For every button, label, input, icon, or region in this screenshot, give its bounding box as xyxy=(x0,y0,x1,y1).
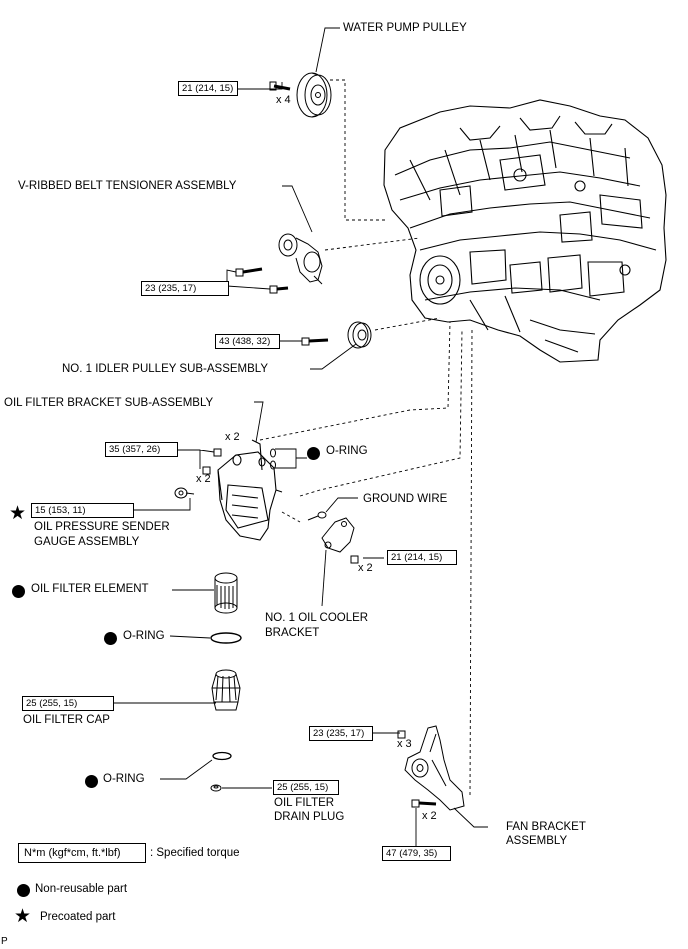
footer-code: P xyxy=(1,936,8,947)
label-fan-bracket-line1: FAN BRACKET xyxy=(506,821,586,833)
water-pump-pulley-part xyxy=(296,72,332,118)
label-oil-filter-bracket: OIL FILTER BRACKET SUB-ASSEMBLY xyxy=(4,397,214,409)
torque-idler: 43 (438, 32) xyxy=(215,334,280,349)
cooler-bracket-bolt xyxy=(350,555,359,564)
label-oil-filter-cap: OIL FILTER CAP xyxy=(23,714,110,726)
non-reusable-icon-o-ring-bracket xyxy=(307,447,320,460)
fan-bracket-part xyxy=(404,725,465,811)
label-no1-oil-cooler-line2: BRACKET xyxy=(265,627,320,639)
label-v-ribbed-belt-tensioner: V-RIBBED BELT TENSIONER ASSEMBLY xyxy=(18,180,237,192)
non-reusable-icon-o-ring-drain xyxy=(85,775,98,788)
label-water-pump-pulley: WATER PUMP PULLEY xyxy=(343,22,467,34)
cooler-bracket-part xyxy=(321,517,355,553)
torque-oil-filter-cap: 25 (255, 15) xyxy=(22,696,114,711)
qty-bracket-top: x 2 xyxy=(225,431,240,443)
o-ring-cap-part xyxy=(210,632,242,644)
torque-sender: 15 (153, 11) xyxy=(31,503,134,518)
label-drain-plug-line1: OIL FILTER xyxy=(274,797,335,809)
torque-tensioner: 23 (235, 17) xyxy=(141,281,229,296)
non-reusable-icon-o-ring-cap xyxy=(104,632,117,645)
label-no1-idler-pulley: NO. 1 IDLER PULLEY SUB-ASSEMBLY xyxy=(62,363,269,375)
legend-non-reusable-icon xyxy=(17,884,30,897)
sender-gauge-part xyxy=(174,487,195,499)
oil-filter-cap-part xyxy=(211,669,241,711)
o-ring-drain-part xyxy=(212,751,232,761)
non-reusable-icon-oil-filter-element xyxy=(12,585,25,598)
torque-drain-plug: 25 (255, 15) xyxy=(273,780,339,795)
qty-water-pump: x 4 xyxy=(276,94,291,106)
engine-block xyxy=(383,99,667,363)
label-o-ring-drain: O-RING xyxy=(103,773,145,785)
legend-precoated: Precoated part xyxy=(40,911,116,923)
qty-fan-bottom: x 2 xyxy=(422,810,437,822)
oil-filter-bracket-part xyxy=(217,439,283,541)
legend-precoated-star-icon: ★ xyxy=(14,905,32,927)
torque-fan-bracket-top: 23 (235, 17) xyxy=(309,726,373,741)
tensioner-bolt-bottom xyxy=(269,285,289,294)
idler-pulley-part xyxy=(347,321,372,349)
legend-non-reusable: Non-reusable part xyxy=(35,883,128,895)
qty-bracket-bottom: x 2 xyxy=(196,473,211,485)
bracket-bolts xyxy=(202,448,222,475)
label-fan-bracket-line2: ASSEMBLY xyxy=(506,835,568,847)
torque-water-pump-pulley: 21 (214, 15) xyxy=(178,81,238,96)
ground-wire-part xyxy=(307,511,327,521)
label-oil-filter-element: OIL FILTER ELEMENT xyxy=(31,583,149,595)
legend-torque-desc: : Specified torque xyxy=(150,847,240,859)
bracket-o-rings xyxy=(270,448,276,470)
label-oil-pressure-sender-line2: GAUGE ASSEMBLY xyxy=(34,536,140,548)
torque-fan-bracket-bottom: 47 (479, 35) xyxy=(382,846,451,861)
torque-bracket: 35 (357, 26) xyxy=(105,442,178,457)
fan-bracket-bolts xyxy=(397,730,437,808)
tensioner-bolt-top xyxy=(235,267,263,277)
tensioner-part xyxy=(278,233,323,285)
label-ground-wire: GROUND WIRE xyxy=(363,493,448,505)
oil-filter-element-part xyxy=(214,572,238,614)
label-o-ring-bracket: O-RING xyxy=(326,445,368,457)
idler-bolt xyxy=(301,337,329,346)
legend-torque-box: N*m (kgf*cm, ft.*lbf) xyxy=(18,843,146,863)
label-oil-pressure-sender-line1: OIL PRESSURE SENDER xyxy=(34,521,170,533)
torque-cooler-bracket: 21 (214, 15) xyxy=(387,550,457,565)
qty-fan-top: x 3 xyxy=(397,738,412,750)
label-drain-plug-line2: DRAIN PLUG xyxy=(274,811,345,823)
drain-plug-part xyxy=(210,784,222,792)
label-o-ring-cap: O-RING xyxy=(123,630,165,642)
label-no1-oil-cooler-line1: NO. 1 OIL COOLER xyxy=(265,612,369,624)
precoated-star-icon-sender: ★ xyxy=(9,502,27,524)
qty-cooler-bracket: x 2 xyxy=(358,562,373,574)
